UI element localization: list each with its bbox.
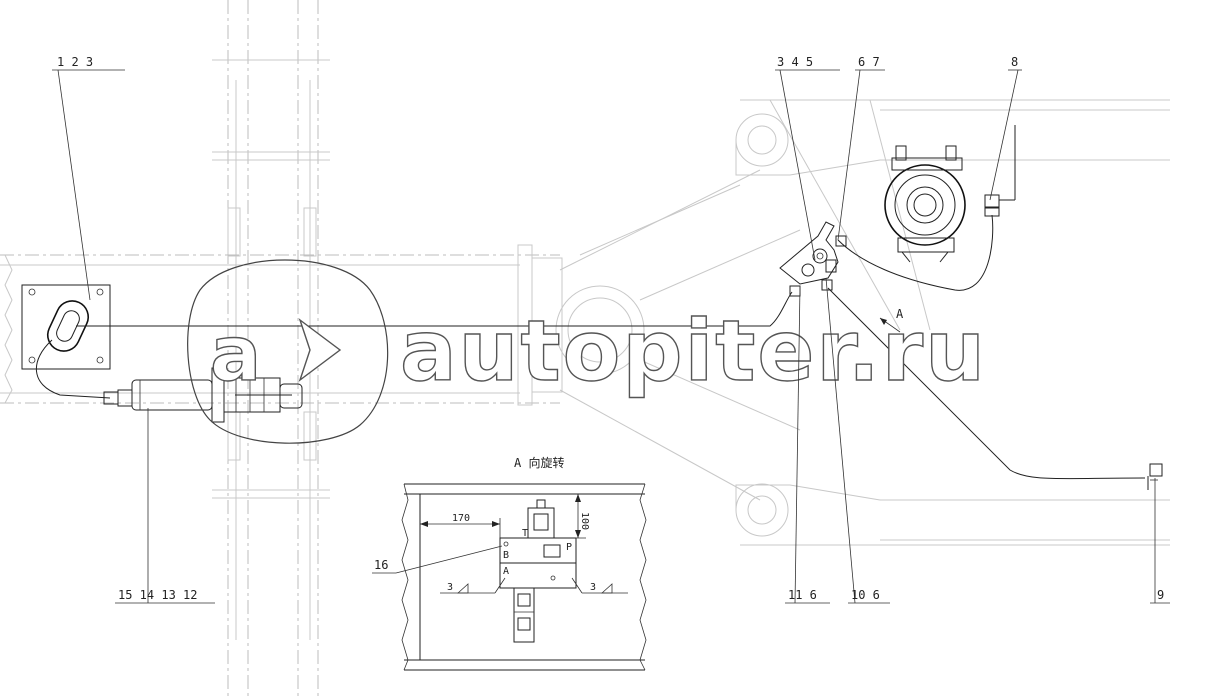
control-plate [21, 284, 111, 370]
watermark-text: autopiter.ru [400, 302, 987, 400]
label-group-6-7: 6 7 [858, 55, 880, 69]
pump-unit [884, 125, 1016, 263]
dimension-100: 100 [579, 512, 590, 530]
watermark-logo-symbol: a [210, 309, 261, 398]
label-item-8: 8 [1011, 55, 1018, 69]
weld-size-right: 3 [590, 582, 596, 593]
port-p-label: P [566, 542, 572, 553]
watermark: a autopiter.ru [187, 259, 987, 444]
label-group-11-6: 11 6 [788, 588, 817, 602]
label-view-a: A [896, 307, 904, 321]
label-group-15-14-13-12: 15 14 13 12 [118, 588, 197, 602]
label-item-16: 16 [374, 558, 388, 572]
detail-view-a: A 向旋转 170 100 T B A P [372, 455, 647, 671]
hydraulic-hoses [76, 214, 1163, 490]
valve-block [779, 221, 847, 297]
label-group-10-6: 10 6 [851, 588, 880, 602]
port-t-label: T [522, 528, 528, 539]
weld-size-left: 3 [447, 582, 453, 593]
leader-lines [52, 69, 1170, 604]
label-group-1-2-3: 1 2 3 [57, 55, 93, 69]
part-labels: 1 2 3 3 4 5 6 7 8 15 14 13 12 11 6 10 6 … [57, 55, 1164, 602]
frame-phantom-lines [0, 0, 1170, 700]
detail-view-title: A 向旋转 [514, 455, 564, 470]
label-item-9: 9 [1157, 588, 1164, 602]
actuator-assembly [36, 339, 303, 423]
dimension-170: 170 [452, 513, 470, 524]
port-b-label: B [503, 550, 509, 561]
label-group-3-4-5: 3 4 5 [777, 55, 813, 69]
port-a-label: A [503, 566, 509, 577]
